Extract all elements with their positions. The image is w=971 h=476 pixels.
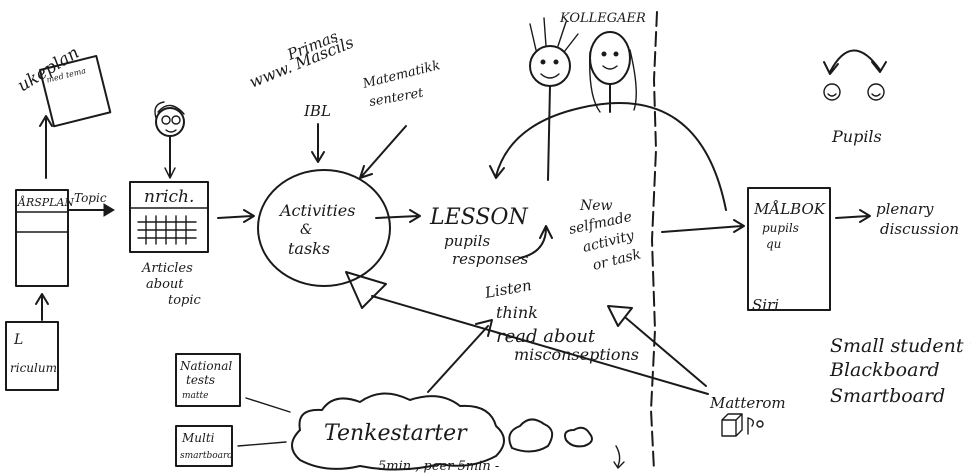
arrow-malbok-plenary bbox=[835, 209, 871, 223]
svg-text:tests: tests bbox=[186, 373, 215, 387]
teacher-doodle bbox=[154, 101, 185, 179]
svg-text:riculum: riculum bbox=[10, 361, 57, 375]
triangle-head-activities bbox=[345, 271, 387, 309]
pupils-responses-2: responses bbox=[452, 250, 529, 268]
small-arrow-bottom bbox=[613, 445, 625, 469]
articles-label-3: topic bbox=[168, 293, 202, 308]
plenary-label-1: plenary bbox=[876, 200, 934, 218]
new-activity-1: New bbox=[579, 198, 613, 214]
arrow-matterom-listen bbox=[625, 317, 707, 387]
arc-to-lesson bbox=[489, 102, 727, 211]
smin-label: 5min , peer 5min - bbox=[378, 459, 499, 474]
triangle-head-listen bbox=[607, 305, 633, 327]
divider-line bbox=[650, 11, 658, 471]
colleague-2-doodle bbox=[589, 31, 637, 113]
arrow-activities-lesson bbox=[375, 209, 421, 223]
ibl-label: IBL bbox=[303, 102, 331, 120]
arrow-tenkestarter-listen bbox=[427, 319, 493, 393]
blackboard-label: Blackboard bbox=[829, 359, 940, 381]
ukeplan-box: med tema bbox=[38, 54, 112, 128]
arsplan-box: ÅRSPLAN bbox=[15, 189, 74, 287]
matematikk-label-2: senteret bbox=[368, 86, 425, 110]
svg-text:matte: matte bbox=[182, 391, 208, 401]
listen-label-3: read about bbox=[496, 326, 596, 347]
curriculum-box: L riculum bbox=[5, 321, 59, 391]
topic-label: Topic bbox=[74, 191, 107, 205]
svg-text:National: National bbox=[179, 359, 232, 373]
svg-text:Multi: Multi bbox=[181, 431, 215, 445]
arrow-matematikk-activities bbox=[359, 125, 407, 179]
lesson-label: LESSON bbox=[429, 205, 528, 230]
svg-text:smartboard: smartboard bbox=[180, 451, 233, 461]
plenary-label-2: discussion bbox=[880, 220, 959, 238]
svg-text:qu: qu bbox=[766, 237, 781, 251]
siri-label: Siri bbox=[752, 296, 779, 314]
line-multi-tenkestarter bbox=[237, 441, 287, 447]
svg-text:ÅRSPLAN: ÅRSPLAN bbox=[16, 195, 74, 209]
small-cloud-1 bbox=[508, 418, 554, 453]
multi-box: Multi smartboard bbox=[175, 425, 233, 467]
pupils-responses-1: pupils bbox=[444, 232, 490, 250]
nrich-box: nrich. bbox=[129, 181, 209, 253]
line-national-tenkestarter bbox=[245, 397, 291, 413]
arrow-topic-head bbox=[103, 203, 115, 217]
svg-text:L: L bbox=[13, 332, 23, 348]
small-student-label: Small student u bbox=[830, 335, 971, 357]
listen-label-2: think bbox=[496, 303, 538, 322]
small-cloud-2 bbox=[564, 426, 593, 448]
arrow-ibl-activities bbox=[311, 123, 325, 163]
articles-label-2: about bbox=[146, 277, 184, 292]
kollegaer-label: KOLLEGAER bbox=[559, 11, 646, 26]
svg-text:MÅLBOK: MÅLBOK bbox=[753, 200, 826, 218]
arrow-nrich-activities bbox=[217, 209, 255, 223]
matterom-label: Matterom bbox=[709, 394, 786, 412]
arrow-matterom-activities bbox=[371, 295, 709, 395]
pupils-label: Pupils bbox=[831, 127, 882, 146]
listen-label-4: misconseptions bbox=[514, 345, 639, 364]
svg-text:nrich.: nrich. bbox=[144, 187, 194, 207]
colleague-1-doodle bbox=[529, 17, 579, 181]
cube-icon bbox=[721, 413, 764, 437]
activities-label-1: Activities bbox=[278, 201, 355, 220]
arrow-curriculum-arsplan bbox=[35, 293, 49, 321]
listen-label-1: Listen bbox=[483, 276, 533, 302]
articles-label-1: Articles bbox=[141, 261, 193, 276]
arrow-arsplan-ukeplan bbox=[39, 115, 53, 179]
activities-label-3: tasks bbox=[288, 239, 330, 258]
national-tests-box: National tests matte bbox=[175, 353, 241, 407]
smartboard-label: Smartboard bbox=[830, 385, 945, 407]
matematikk-label-1: Matematikk bbox=[360, 58, 442, 92]
arrow-new-activity-malbok bbox=[661, 219, 745, 233]
svg-text:pupils: pupils bbox=[762, 221, 799, 235]
arrow-responses bbox=[519, 225, 553, 259]
malbok-box: MÅLBOK pupils qu bbox=[747, 187, 831, 311]
activities-label-2: & bbox=[300, 222, 312, 238]
activities-bubble bbox=[257, 169, 391, 287]
tenkestarter-cloud bbox=[291, 392, 505, 471]
tenkestarter-label: Tenkestarter bbox=[324, 421, 468, 446]
pupils-doodle bbox=[823, 49, 887, 101]
